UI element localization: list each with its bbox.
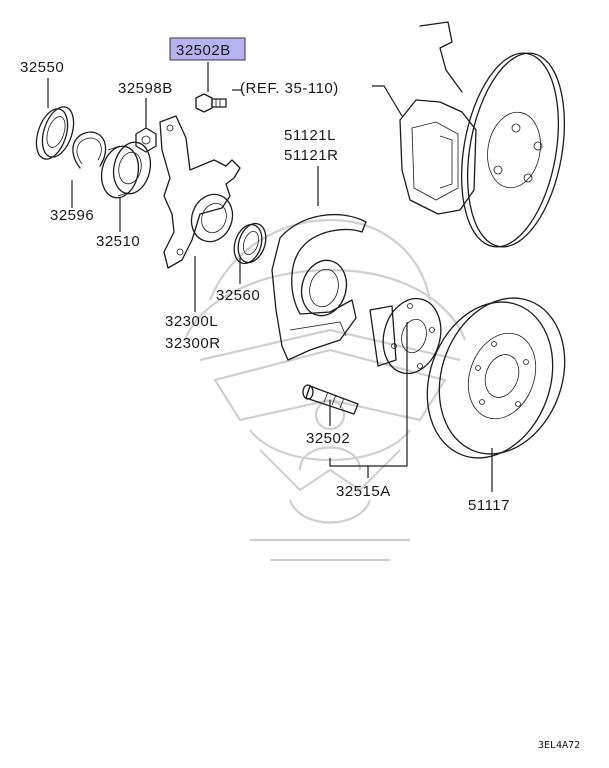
nut-32598b	[135, 127, 157, 153]
bolt-32502b	[195, 93, 227, 113]
bearing-32510	[100, 141, 152, 199]
label-32300r[interactable]: 32300R	[165, 335, 221, 352]
highlight-box-32502b	[169, 37, 246, 61]
label-51121l[interactable]: 51121L	[284, 127, 336, 144]
stud-bolt-32502	[302, 384, 359, 415]
brake-assembly-reference	[399, 21, 566, 248]
label-32515a[interactable]: 32515A	[336, 483, 391, 500]
label-32502b[interactable]: 32502B	[176, 42, 231, 59]
knuckle-32300	[159, 115, 241, 269]
label-51117[interactable]: 51117	[468, 497, 510, 514]
watermark-emblem	[183, 218, 467, 562]
label-32510[interactable]: 32510	[96, 233, 140, 250]
snap-ring-32596	[72, 131, 107, 169]
label-51121r[interactable]: 51121R	[284, 147, 338, 164]
leader-lines	[47, 62, 493, 492]
reference-label[interactable]: (REF. 35-110)	[240, 80, 339, 97]
label-32300l[interactable]: 32300L	[165, 313, 218, 330]
disc-rotor-51117	[426, 297, 566, 459]
label-32502[interactable]: 32502	[306, 430, 350, 447]
dust-shield-51121	[271, 213, 367, 361]
label-32596[interactable]: 32596	[50, 207, 94, 224]
label-32550[interactable]: 32550	[20, 59, 64, 76]
diagram-code: 3EL4A72	[538, 740, 580, 751]
oil-seal-32550	[35, 106, 75, 160]
seal-32560	[233, 222, 267, 265]
hub-32515a	[369, 297, 442, 375]
label-32560[interactable]: 32560	[216, 287, 260, 304]
label-32598b[interactable]: 32598B	[118, 80, 173, 97]
